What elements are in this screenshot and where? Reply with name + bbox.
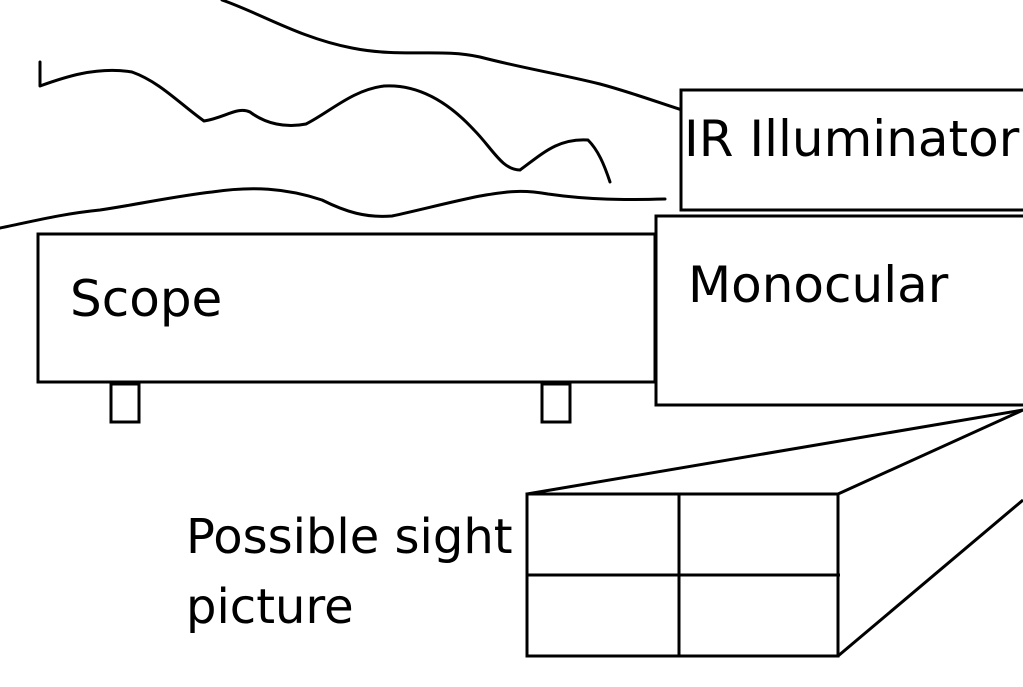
projection-line-top xyxy=(526,408,1023,496)
sight-picture-label-line2: picture xyxy=(186,579,354,635)
projection-lines xyxy=(526,408,1023,658)
monocular-label: Monocular xyxy=(688,256,949,314)
illuminator-box xyxy=(679,88,1023,212)
projection-line-bottom xyxy=(837,498,1023,658)
squiggle-middle xyxy=(38,60,612,184)
scope-mount-right xyxy=(540,382,572,424)
scope-mount-left xyxy=(109,382,141,424)
squiggle-lines xyxy=(0,0,684,230)
monocular-box xyxy=(654,214,1023,407)
sight-picture-label-line1: Possible sight xyxy=(186,509,513,565)
sight-picture-grid xyxy=(525,492,840,658)
squiggle-bottom xyxy=(0,187,667,230)
scope-body xyxy=(36,232,657,384)
illuminator-label: IR Illuminator xyxy=(684,110,1020,168)
squiggle-top xyxy=(220,0,684,112)
scope-label: Scope xyxy=(70,270,222,328)
projection-line-middle xyxy=(837,408,1023,496)
